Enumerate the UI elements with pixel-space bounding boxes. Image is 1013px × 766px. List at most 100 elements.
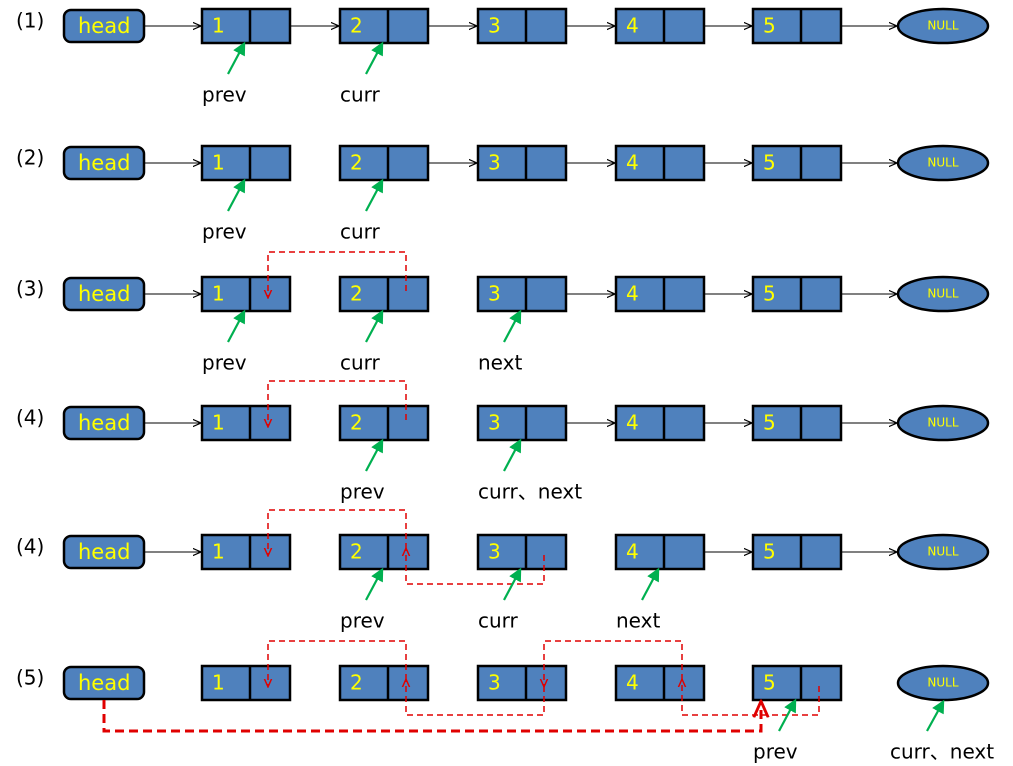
pointer-label: curr [478, 609, 519, 633]
node-box [614, 664, 706, 702]
node-box [614, 533, 706, 571]
step-label: (5) [16, 666, 44, 690]
list-node: 1 [200, 404, 292, 442]
list-node: 1 [200, 275, 292, 313]
node-box [476, 533, 568, 571]
null-label: NULL [927, 19, 958, 33]
head-label: head [78, 14, 130, 38]
pointer-arrow [641, 567, 660, 601]
pointer-label: prev [202, 220, 247, 244]
step-label: (4) [16, 406, 44, 430]
node-box [338, 533, 430, 571]
pointer-arrow [365, 309, 384, 343]
node-box [200, 7, 292, 45]
node-box [338, 664, 430, 702]
null-label: NULL [927, 287, 958, 301]
pointer-label: curr、next [890, 740, 994, 764]
node-value: 2 [350, 14, 363, 38]
node-value: 3 [488, 411, 501, 435]
pointer-arrow [503, 309, 522, 343]
step-label: (3) [16, 277, 44, 301]
pointer-arrow [503, 438, 522, 472]
node-box [200, 275, 292, 313]
list-node: 1 [200, 7, 292, 45]
node-value: 1 [212, 282, 225, 306]
head-box [62, 665, 146, 701]
list-node: 3 [476, 275, 568, 313]
node-box [338, 404, 430, 442]
list-node: 4 [614, 664, 706, 702]
node-value: 4 [626, 671, 639, 695]
node-value: 1 [212, 411, 225, 435]
pointer-label: prev [202, 83, 247, 107]
pointer-arrow [365, 178, 384, 212]
pointer-label: curr [340, 83, 381, 107]
pointer-label: prev [340, 609, 385, 633]
list-node: 1 [200, 533, 292, 571]
head-label: head [78, 151, 130, 175]
null-label: NULL [927, 676, 958, 690]
null-label: NULL [927, 545, 958, 559]
node-value: 3 [488, 540, 501, 564]
head-label: head [78, 282, 130, 306]
pointer-arrow [365, 567, 384, 601]
node-value: 4 [626, 151, 639, 175]
node-value: 3 [488, 151, 501, 175]
null-node [896, 275, 990, 313]
node-value: 2 [350, 411, 363, 435]
reversed-link-arrow [406, 680, 545, 716]
head-label: head [78, 411, 130, 435]
null-node [896, 7, 990, 45]
pointer-label: prev [340, 480, 385, 504]
node-value: 1 [212, 671, 225, 695]
node-value: 4 [626, 411, 639, 435]
node-box [338, 275, 430, 313]
node-value: 4 [626, 540, 639, 564]
node-value: 2 [350, 540, 363, 564]
pointer-label: prev [753, 740, 798, 764]
list-node: 3 [476, 533, 568, 571]
pointer-arrow [227, 309, 246, 343]
list-node: 4 [614, 144, 706, 182]
node-box [200, 664, 292, 702]
node-box [476, 404, 568, 442]
node-value: 2 [350, 151, 363, 175]
node-box [614, 275, 706, 313]
pointer-label: next [478, 351, 522, 375]
node-value: 3 [488, 14, 501, 38]
list-node: 4 [614, 275, 706, 313]
list-node: 3 [476, 404, 568, 442]
list-node: 5 [751, 7, 843, 45]
reversed-link-arrow [682, 680, 820, 716]
pointer-label: curr [340, 220, 381, 244]
pointer-label: prev [202, 351, 247, 375]
node-value: 5 [763, 540, 776, 564]
node-box [614, 404, 706, 442]
list-node: 1 [200, 664, 292, 702]
node-value: 1 [212, 540, 225, 564]
list-node: 3 [476, 664, 568, 702]
node-box [751, 7, 843, 45]
list-node: 4 [614, 404, 706, 442]
null-label: NULL [927, 156, 958, 170]
node-value: 5 [763, 14, 776, 38]
node-value: 3 [488, 282, 501, 306]
pointer-label: curr [340, 351, 381, 375]
node-value: 5 [763, 151, 776, 175]
node-value: 5 [763, 282, 776, 306]
node-value: 5 [763, 671, 776, 695]
node-box [200, 533, 292, 571]
pointer-arrow [503, 567, 522, 601]
list-node: 4 [614, 7, 706, 45]
node-value: 3 [488, 671, 501, 695]
head-label: head [78, 671, 130, 695]
pointer-arrow [926, 699, 945, 732]
list-node: 1 [200, 144, 292, 182]
list-node: 2 [338, 144, 430, 182]
node-box [476, 144, 568, 182]
